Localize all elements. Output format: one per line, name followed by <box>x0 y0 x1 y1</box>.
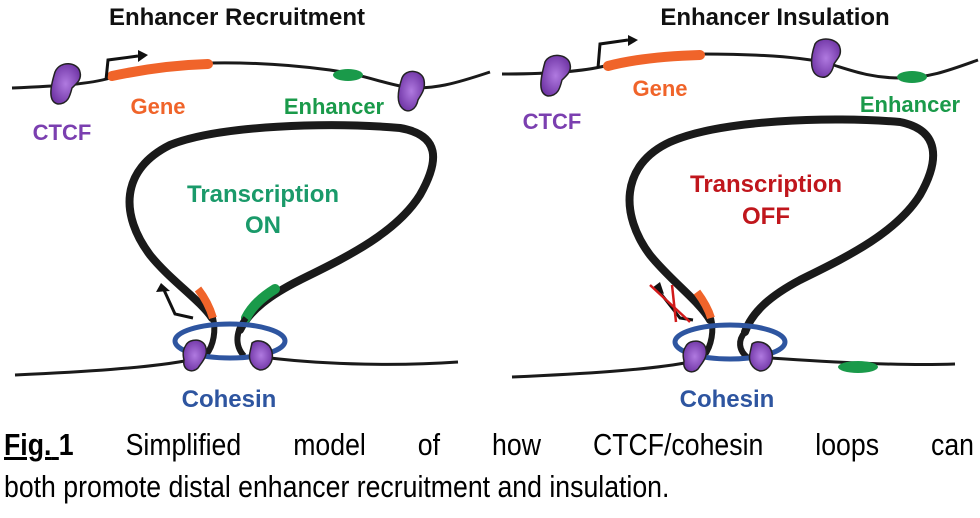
caption-word: Simplified <box>125 427 242 462</box>
ctcf-protein-icon <box>810 38 842 78</box>
figure-label: Fig. <box>4 427 52 462</box>
promoter-arrow-icon <box>104 54 139 81</box>
caption-word: model <box>293 427 366 462</box>
gene-segment <box>603 50 705 71</box>
arrowhead-icon <box>156 283 170 292</box>
caption-line-1: Fig. 1 Simplified model of how CTCF/cohe… <box>4 424 974 466</box>
dna-strand-bottom-left <box>14 358 191 377</box>
arrowhead-icon <box>138 50 148 62</box>
caption-figure-ref: Fig. 1 <box>4 424 74 466</box>
panel-enhancer-insulation: Enhancer Insulation CTCF Gene Enhancer <box>501 4 979 413</box>
ctcf-protein-icon <box>397 70 426 112</box>
figure-number: 1 <box>58 427 74 462</box>
transcription-status-line1: Transcription <box>690 171 842 198</box>
panel-enhancer-recruitment: Enhancer Recruitment CTCF Gene Enhancer <box>11 4 491 413</box>
ctcf-label: CTCF <box>523 109 582 134</box>
promoter-arrow-icon <box>596 38 629 69</box>
transcription-status-line1: Transcription <box>187 181 339 208</box>
enhancer-segment <box>333 69 363 81</box>
loop-leg-right <box>737 330 751 361</box>
ctcf-label: CTCF <box>33 120 92 145</box>
caption-word: loops <box>815 427 880 462</box>
cohesin-ring <box>672 322 788 362</box>
enhancer-segment <box>897 71 927 83</box>
dna-strand-bottom-right <box>269 356 459 366</box>
chromatin-loop <box>125 121 437 334</box>
enhancer-segment-loop <box>241 284 280 323</box>
gene-segment-loop <box>194 286 217 320</box>
cohesin-label: Cohesin <box>182 386 277 413</box>
ctcf-protein-icon <box>748 341 774 372</box>
caption-word: how <box>492 427 541 462</box>
figure-diagram: Enhancer Recruitment CTCF Gene Enhancer <box>11 4 979 413</box>
blocked-tss-arrow-icon <box>649 282 694 323</box>
caption-word: CTCF/cohesin <box>592 427 764 462</box>
enhancer-segment-bottom <box>838 361 878 373</box>
ctcf-protein-icon <box>50 63 82 105</box>
transcription-status-line2: OFF <box>742 203 790 230</box>
dna-strand-bottom-left <box>511 360 691 379</box>
gene-segment <box>107 59 213 81</box>
panel-title: Enhancer Recruitment <box>109 4 365 31</box>
caption-word: of <box>417 427 441 462</box>
active-tss-arrow-icon <box>162 289 194 320</box>
cohesin-label: Cohesin <box>680 386 775 413</box>
enhancer-label: Enhancer <box>284 94 385 119</box>
ctcf-protein-icon <box>248 340 274 371</box>
caption-line-2: both promote distal enhancer recruitment… <box>4 469 670 504</box>
enhancer-label: Enhancer <box>860 92 961 117</box>
arrowhead-icon <box>628 35 638 46</box>
loop-leg-right <box>234 316 249 359</box>
panel-title: Enhancer Insulation <box>660 4 889 31</box>
gene-segment-loop <box>693 289 715 320</box>
gene-label: Gene <box>130 94 185 119</box>
caption-word: can <box>931 427 975 462</box>
figure-caption: Fig. 1 Simplified model of how CTCF/cohe… <box>4 424 976 508</box>
chromatin-loop <box>625 115 937 336</box>
gene-label: Gene <box>632 76 687 101</box>
loop-leg-left <box>203 317 218 357</box>
transcription-status-line2: ON <box>245 212 281 239</box>
ctcf-protein-icon <box>682 340 708 373</box>
cohesin-ring <box>172 321 288 361</box>
ctcf-protein-icon <box>182 339 208 372</box>
ctcf-protein-icon <box>540 54 572 97</box>
